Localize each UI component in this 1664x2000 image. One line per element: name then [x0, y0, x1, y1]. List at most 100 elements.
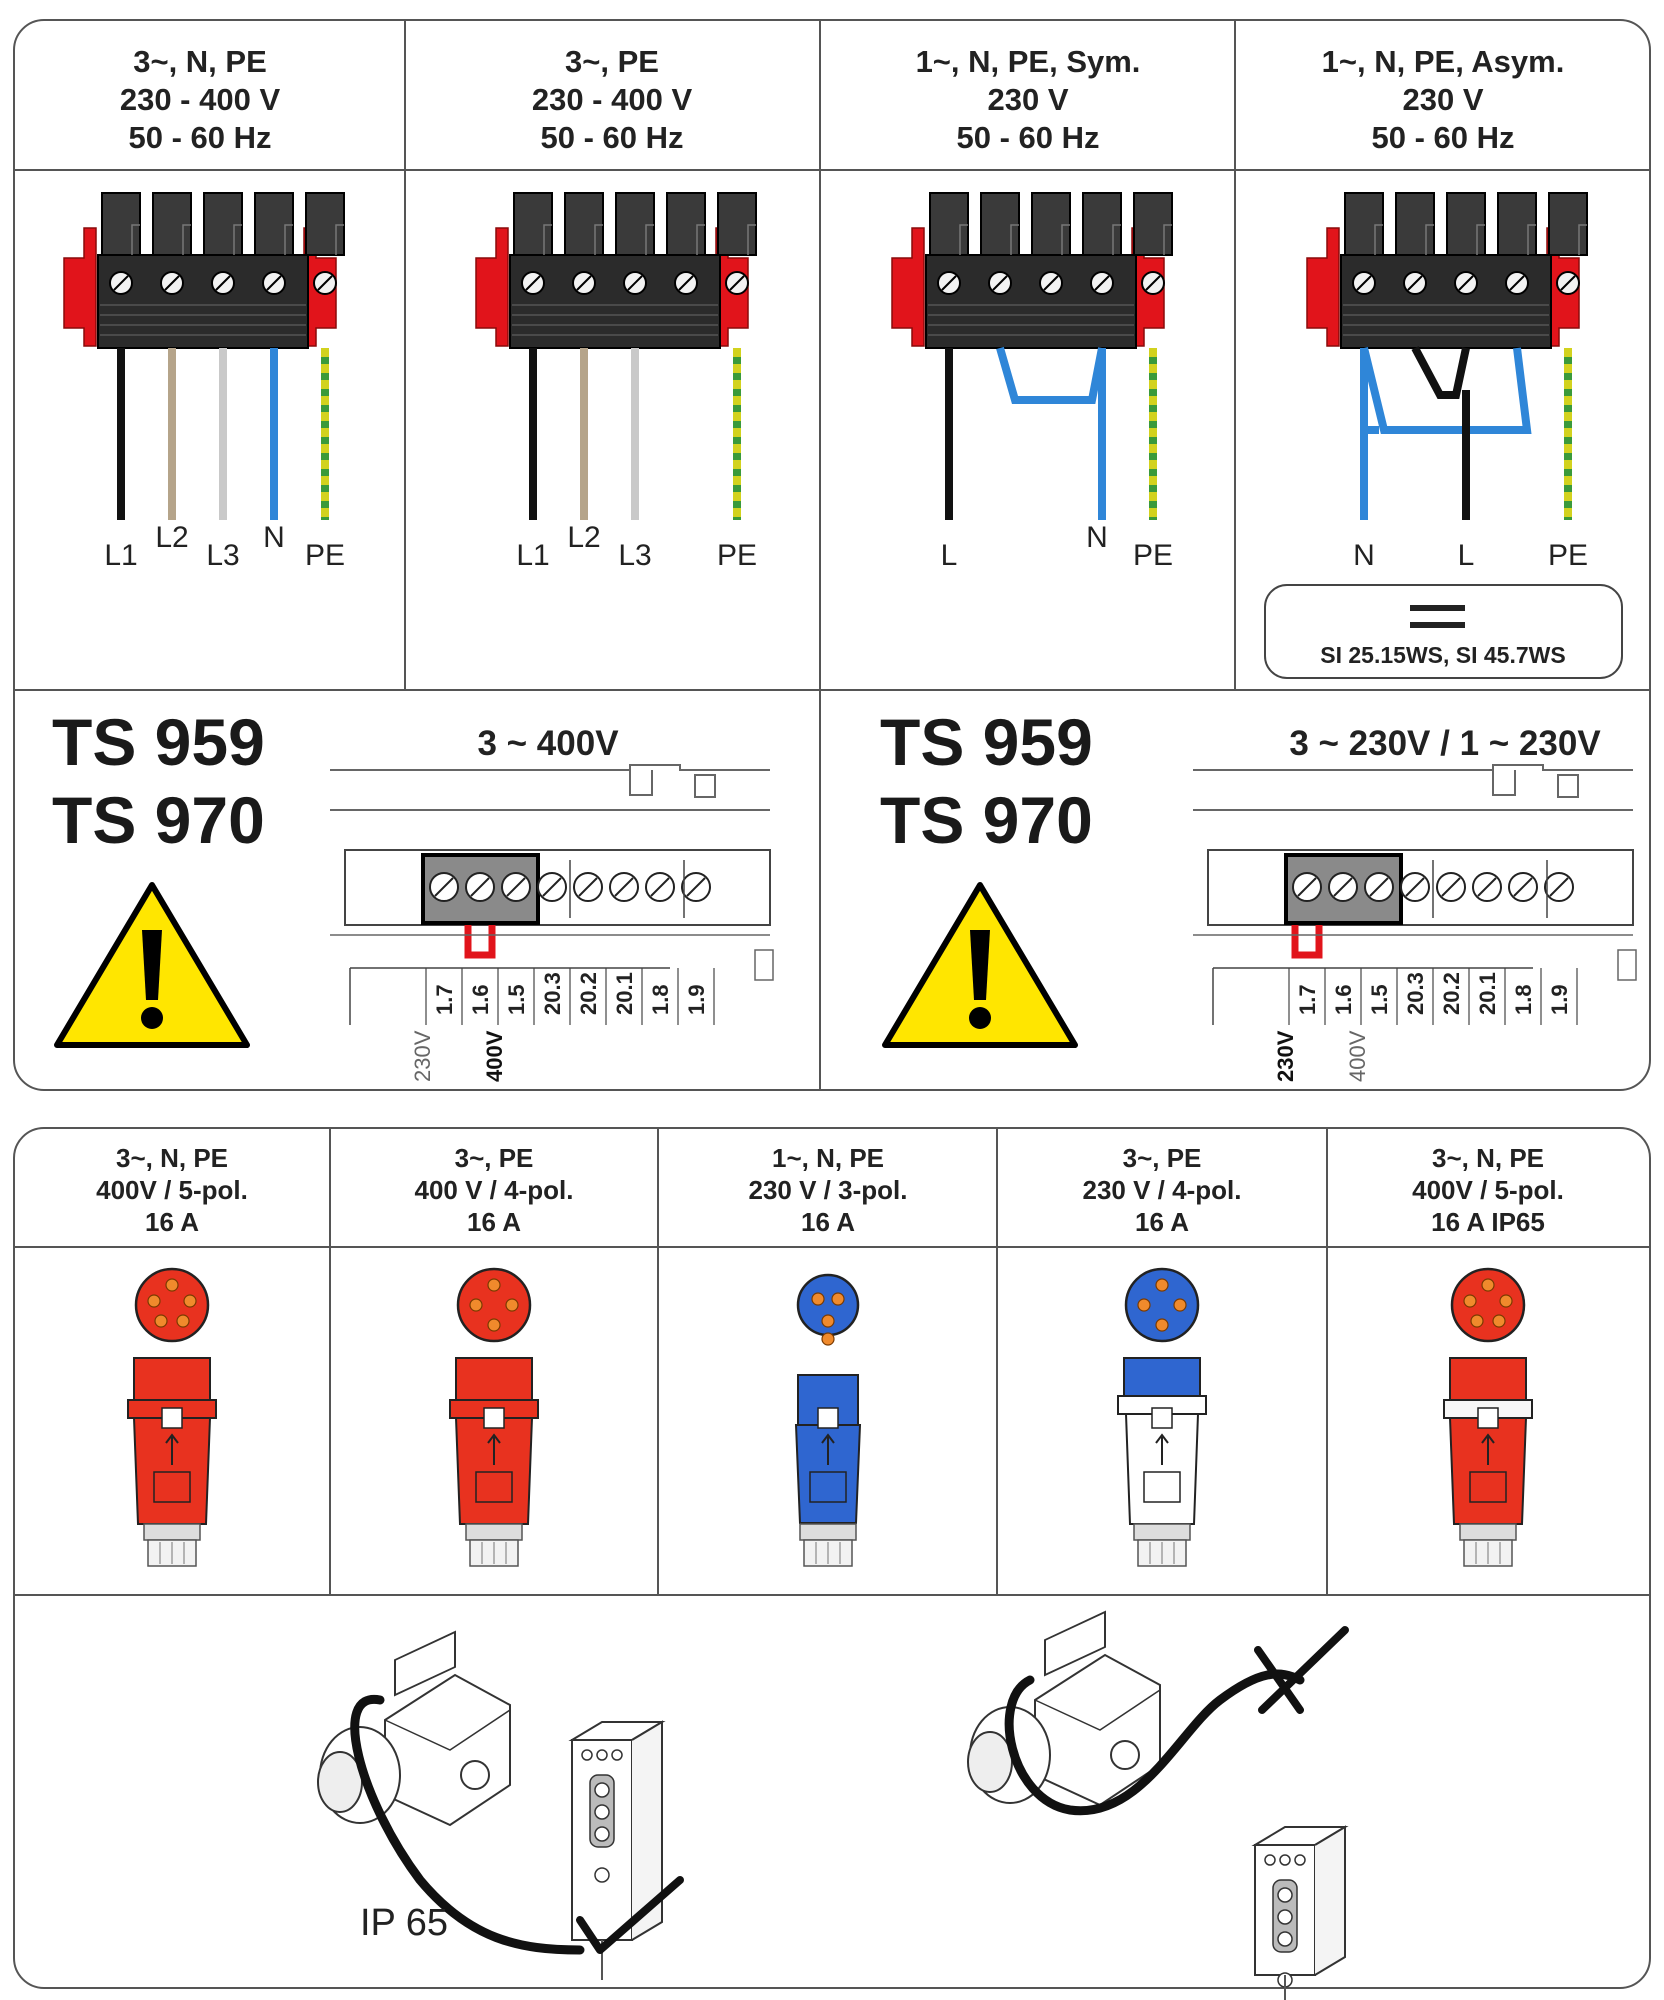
- plug-gland-top: [1459, 1523, 1517, 1541]
- voltage-label: 3 ~ 400V: [477, 724, 619, 763]
- plug-face: [134, 1267, 210, 1343]
- control-box-screw: [594, 1867, 610, 1883]
- model-name: TS 970: [880, 783, 1093, 857]
- terminal-fin: [203, 192, 243, 256]
- terminal-end-clip-left: [1306, 227, 1340, 347]
- voltage-label: 3 ~ 230V / 1 ~ 230V: [1289, 724, 1601, 763]
- strip-screw-slot: [1477, 877, 1497, 897]
- plug-label-line: 3~, PE: [1123, 1143, 1202, 1173]
- motor-cable-correct: [350, 1694, 585, 1955]
- wire-n-bridge: [1360, 347, 1532, 520]
- terminal-fin-edge: [1112, 224, 1121, 255]
- strip-screw-slot: [1297, 877, 1317, 897]
- plug-pin: [505, 1298, 519, 1312]
- plug-label-line: 3~, N, PE: [1432, 1143, 1544, 1173]
- wire-label: N: [1086, 521, 1108, 554]
- wire-label: L: [941, 539, 958, 572]
- wiring-header-line: 230 - 400 V: [120, 82, 281, 117]
- plug-pin: [821, 1332, 835, 1346]
- terminal-screw-slot: [525, 275, 541, 291]
- housing-top-edge: [1193, 764, 1633, 771]
- terminal-block-body: [97, 254, 309, 349]
- plug-body: [1448, 1417, 1528, 1525]
- housing-latch: [1617, 949, 1637, 981]
- plug-label-window: [1469, 1471, 1507, 1503]
- plug-head: [1123, 1357, 1201, 1397]
- plug-pin: [1470, 1314, 1484, 1328]
- plug-head: [133, 1357, 211, 1401]
- motor-top-box: [394, 1630, 456, 1697]
- terminal-fin: [717, 192, 757, 256]
- voltage-option: 400V: [482, 1030, 507, 1082]
- plug-collar: [1117, 1395, 1207, 1415]
- plug-pin: [1481, 1278, 1495, 1292]
- terminal-end-clip-left: [891, 227, 925, 347]
- plug-label-line: 1~, N, PE: [772, 1143, 884, 1173]
- terminal-fin-edge: [284, 224, 293, 255]
- plug-pin: [183, 1294, 197, 1308]
- control-box-led: [596, 1749, 608, 1761]
- terminal-number: 1.6: [1331, 984, 1356, 1015]
- terminal-number: 1.9: [684, 984, 709, 1015]
- terminal-screw-slot: [678, 275, 694, 291]
- terminal-screw-slot: [317, 275, 333, 291]
- wiring-header-line: 50 - 60 Hz: [128, 120, 271, 155]
- control-box-led: [581, 1749, 593, 1761]
- plug-arrow-icon: [1155, 1433, 1169, 1465]
- plug-label-line: 16 A: [1135, 1207, 1189, 1237]
- voltage-jumper: [1291, 925, 1323, 959]
- model-name: TS 970: [52, 783, 265, 857]
- plug-gland-top: [799, 1523, 857, 1541]
- terminal-fin-edge: [696, 224, 705, 255]
- control-box-led: [611, 1749, 623, 1761]
- asym-note-text: SI 25.15WS, SI 45.7WS: [1320, 642, 1565, 668]
- plug-label-line: 400 V / 4-pol.: [415, 1175, 574, 1205]
- terminal-number: 1.9: [1547, 984, 1572, 1015]
- wire-label: L2: [567, 521, 600, 554]
- terminal-fin: [929, 192, 969, 256]
- terminal-fin-edge: [1578, 224, 1587, 255]
- warning-exclamation-bar: [970, 930, 990, 1000]
- plug-body: [1124, 1413, 1200, 1525]
- control-box-led: [1279, 1854, 1291, 1866]
- control-box-led: [1294, 1854, 1306, 1866]
- terminal-screw-slot: [266, 275, 282, 291]
- terminal-block-body: [509, 254, 721, 349]
- terminal-screw-slot: [215, 275, 231, 291]
- strip-screw-slot: [1405, 877, 1425, 897]
- terminal-number: 20.1: [1475, 972, 1500, 1015]
- plug-pin: [1463, 1294, 1477, 1308]
- terminal-screw-slot: [941, 275, 957, 291]
- plug-label-window: [1143, 1471, 1181, 1503]
- wire-label: PE: [305, 539, 345, 572]
- wiring-header-line: 230 V: [1402, 82, 1483, 117]
- terminal-fin-edge: [1476, 224, 1485, 255]
- plug-face: [456, 1267, 532, 1343]
- plug-face: [1124, 1267, 1200, 1343]
- terminal-screw-slot: [1407, 275, 1423, 291]
- terminal-fin: [1497, 192, 1537, 256]
- plug-pin: [469, 1298, 483, 1312]
- plug-label-window: [153, 1471, 191, 1503]
- plug-pin: [811, 1292, 825, 1306]
- wiring-header-line: 50 - 60 Hz: [956, 120, 1099, 155]
- plug-label-line: 400V / 5-pol.: [96, 1175, 248, 1205]
- plug-section-frame: [13, 1127, 1651, 1989]
- terminal-fin: [1548, 192, 1588, 256]
- housing-top-edge: [330, 764, 770, 771]
- cross-mark-icon: [1254, 1626, 1349, 1714]
- strip-screw-slot: [578, 877, 598, 897]
- terminal-fin: [1395, 192, 1435, 256]
- terminal-fin: [666, 192, 706, 256]
- terminal-fin-edge: [747, 224, 756, 255]
- plug-latch: [1477, 1407, 1499, 1429]
- terminal-screw-slot: [1043, 275, 1059, 291]
- control-box-button: [1277, 1931, 1293, 1947]
- wiring-header-line: 230 V: [987, 82, 1068, 117]
